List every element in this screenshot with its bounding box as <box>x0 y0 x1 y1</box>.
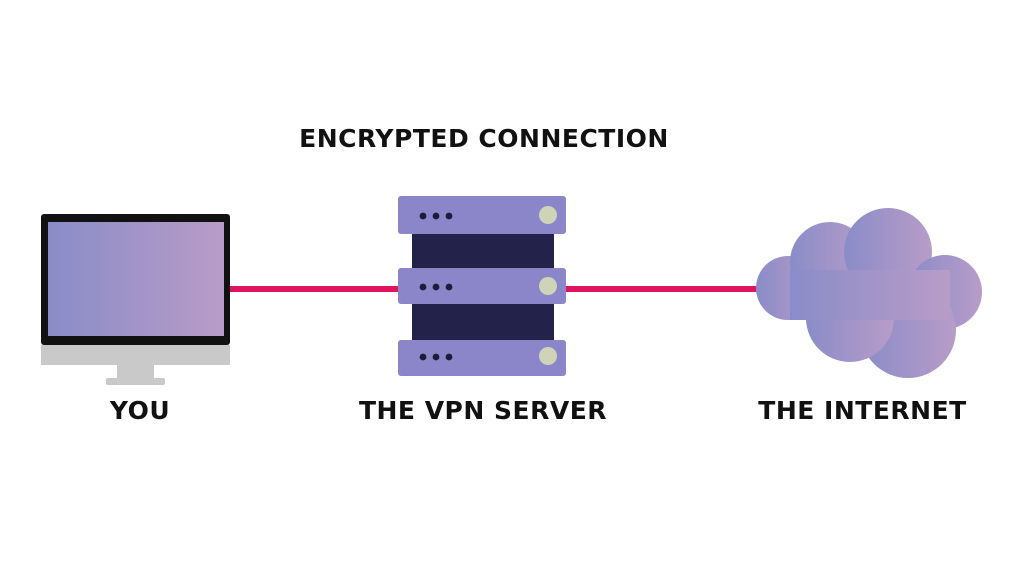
you-label: YOU <box>109 396 171 425</box>
internet-label: THE INTERNET <box>758 396 967 425</box>
cloud-icon <box>756 208 982 378</box>
server-unit-bottom <box>398 340 566 376</box>
server-unit-middle <box>398 268 566 304</box>
monitor-icon <box>41 214 230 385</box>
server-icon <box>398 196 566 376</box>
encrypted-connection-caption: ENCRYPTED CONNECTION <box>299 124 669 153</box>
server-unit-top <box>398 196 566 234</box>
vpn-server-label: THE VPN SERVER <box>358 396 608 425</box>
